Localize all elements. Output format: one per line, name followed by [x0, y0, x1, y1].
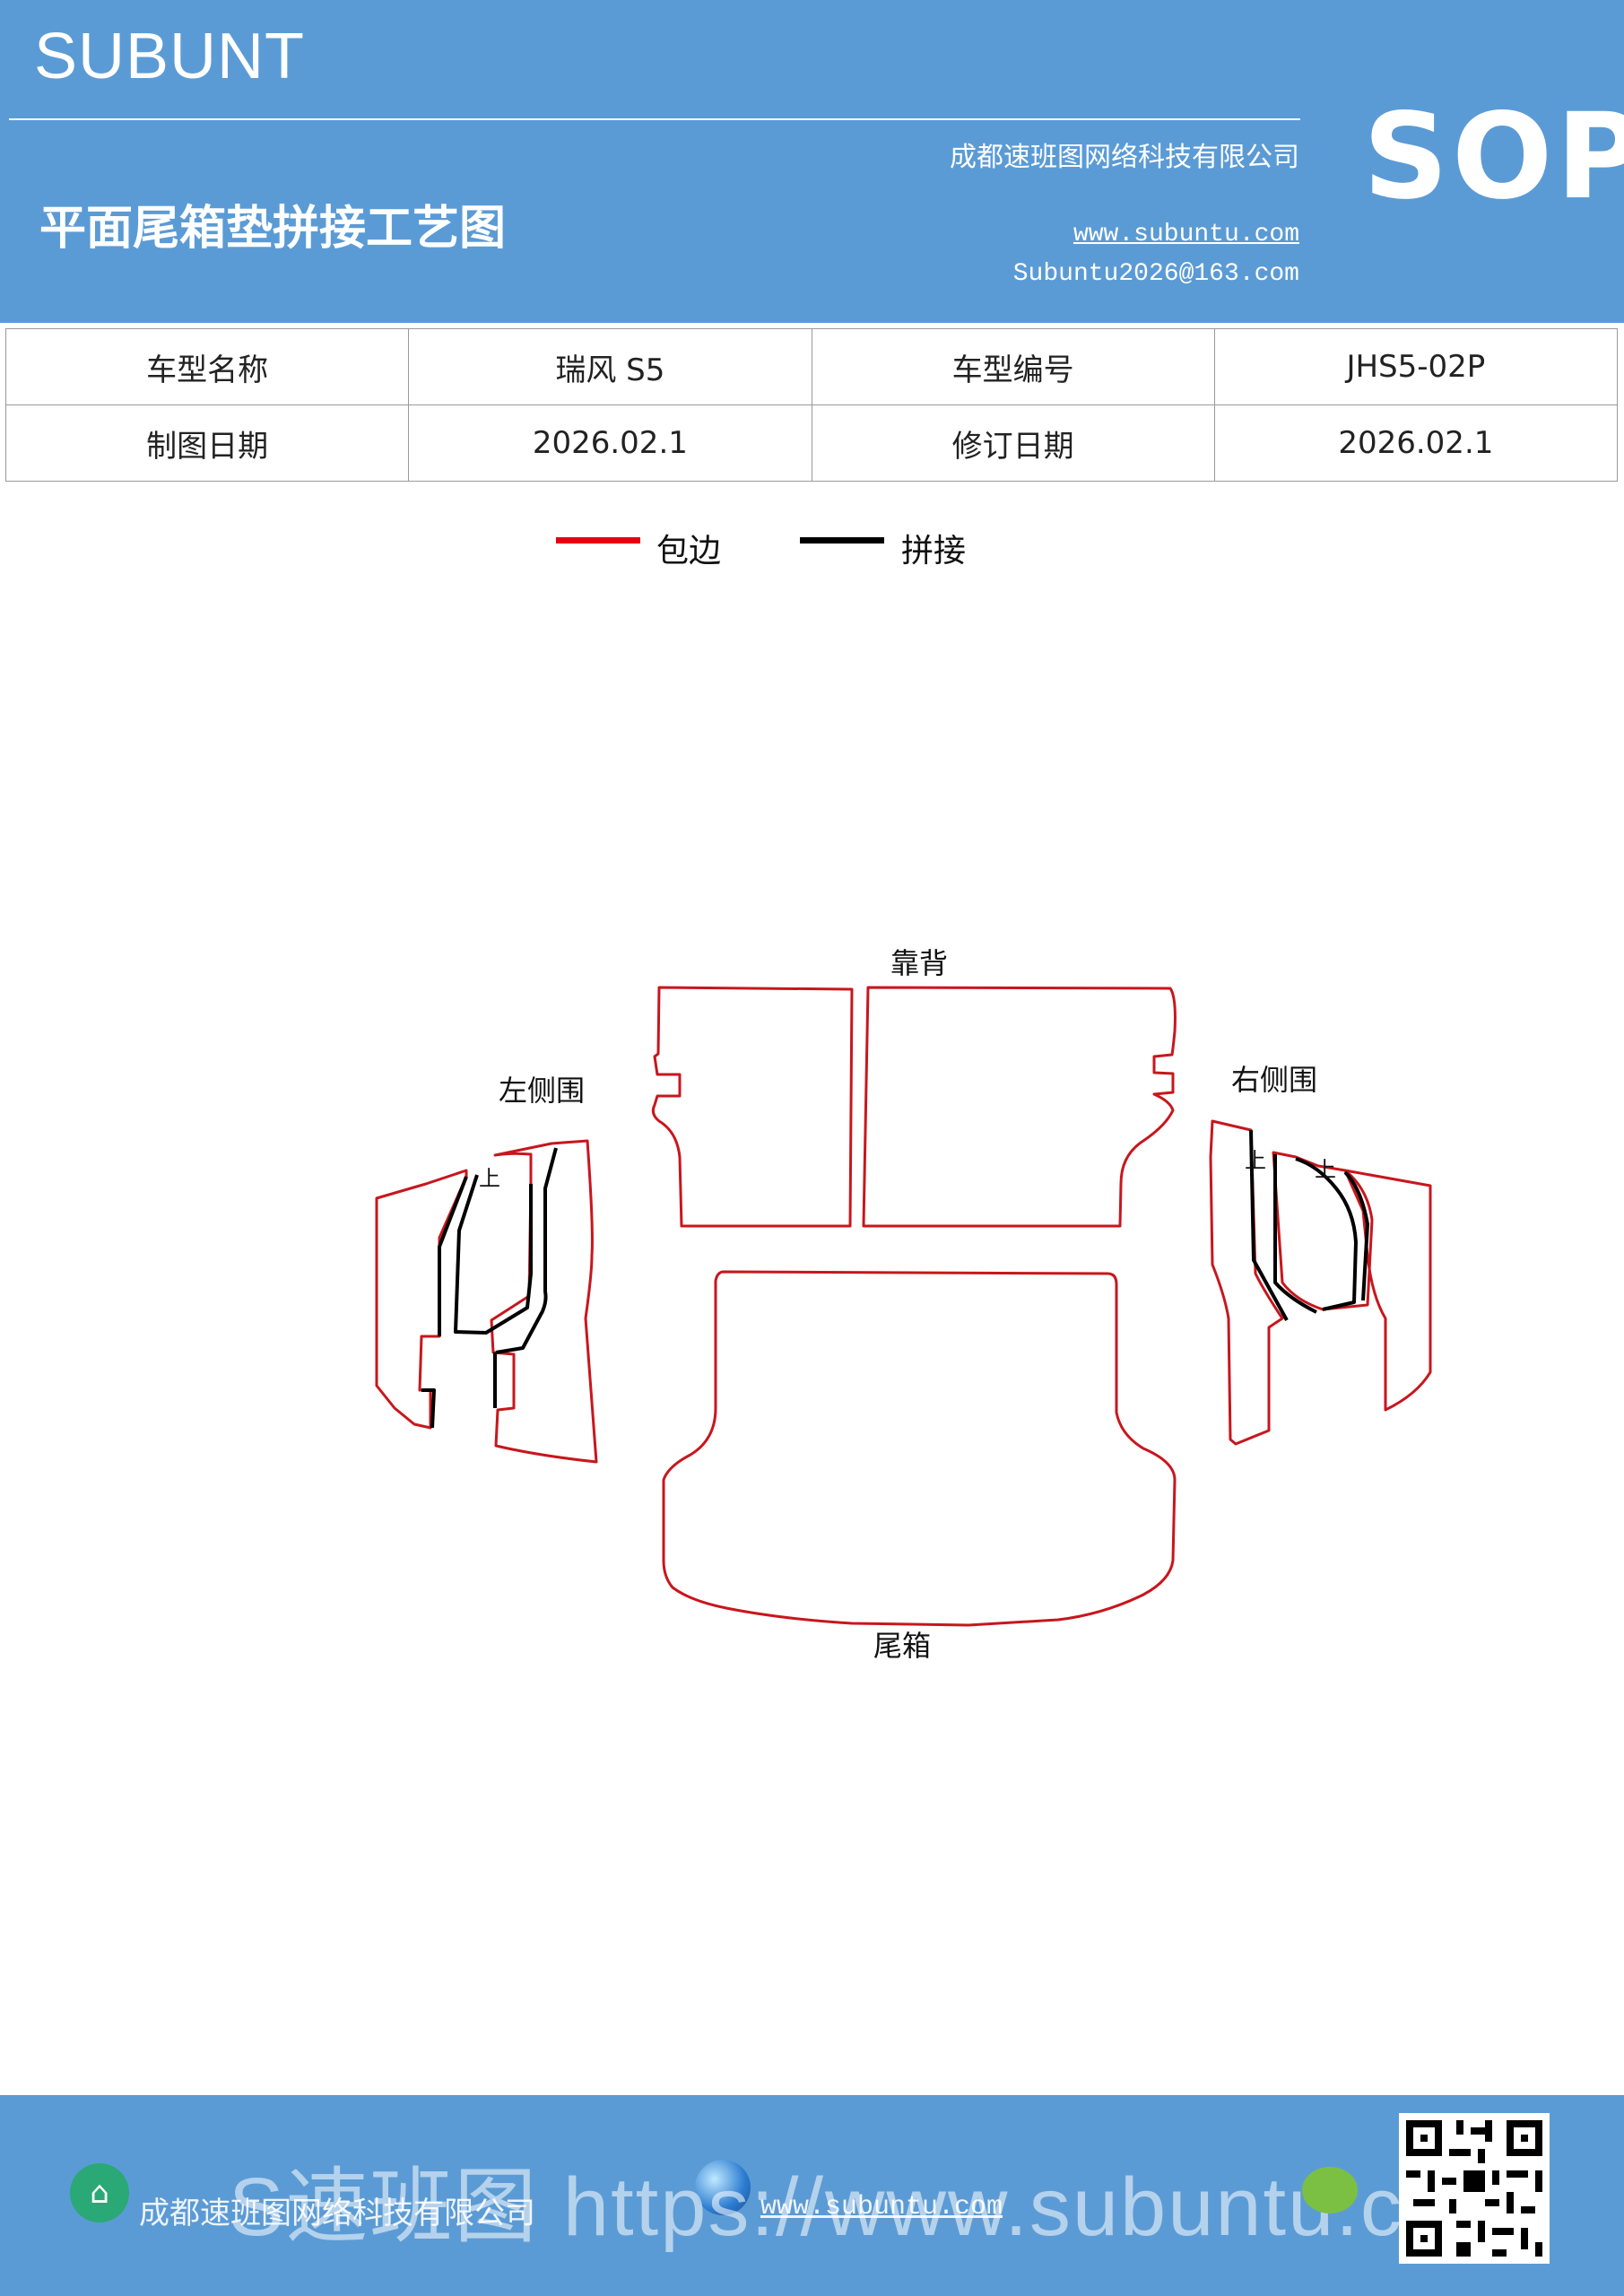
- right-splice-line-3: [1343, 1170, 1369, 1301]
- right-splice-line-4: [1295, 1157, 1358, 1311]
- table-row: 车型名称 瑞风 S5 车型编号 JHS5-02P: [4, 328, 1619, 405]
- globe-icon: [695, 2160, 751, 2215]
- right-up-mark-2: 上: [1315, 1157, 1336, 1182]
- left-splice-line-2: [421, 1388, 436, 1429]
- model-code-value: JHS5-02P: [1213, 328, 1619, 405]
- model-name-label: 车型名称: [4, 328, 410, 405]
- backrest-label: 靠背: [890, 946, 948, 980]
- brand-logo-text: SUBUNT: [34, 21, 306, 92]
- document-title: 平面尾箱垫拼接工艺图: [39, 202, 507, 256]
- draw-date-value: 2026.02.1: [408, 404, 812, 482]
- trunk-label: 尾箱: [873, 1629, 931, 1663]
- trunk-panel: [662, 1270, 1177, 1627]
- qr-code-icon[interactable]: [1399, 2113, 1550, 2264]
- left-splice-line-4: [495, 1147, 558, 1354]
- legend-splice-swatch: [800, 537, 884, 544]
- website-link[interactable]: www.subuntu.com: [1073, 221, 1299, 248]
- left-splice-line-3: [454, 1174, 533, 1335]
- vehicle-info-table: 车型名称 瑞风 S5 车型编号 JHS5-02P 制图日期 2026.02.1 …: [4, 328, 1619, 482]
- footer-website-link[interactable]: www.subuntu.com: [760, 2192, 1003, 2222]
- footer-banner: ⌂ 成都速班图网络科技有限公司 www.subuntu.com S速班图 htt…: [0, 2095, 1624, 2296]
- right-splice-line-1: [1249, 1129, 1289, 1321]
- right-up-mark-1: 上: [1245, 1148, 1266, 1173]
- left-side-label: 左侧围: [499, 1074, 585, 1108]
- legend: 包边 拼接: [0, 525, 1624, 578]
- revise-date-label: 修订日期: [811, 404, 1215, 482]
- company-name: 成都速班图网络科技有限公司: [950, 142, 1299, 173]
- model-name-value: 瑞风 S5: [408, 328, 812, 405]
- backrest-right-panel: [862, 986, 1177, 1228]
- footer-company-name: 成都速班图网络科技有限公司: [139, 2196, 535, 2231]
- legend-edge-label: 包边: [656, 533, 722, 570]
- sop-badge: SOP: [1363, 88, 1624, 226]
- model-code-label: 车型编号: [811, 328, 1215, 405]
- left-splice-line-1: [438, 1176, 468, 1336]
- right-side-label: 右侧围: [1231, 1063, 1317, 1097]
- legend-edge-swatch: [556, 537, 640, 544]
- building-icon: ⌂: [70, 2163, 129, 2222]
- legend-splice-label: 拼接: [901, 533, 967, 570]
- footer-watermark: S速班图 https://www.subuntu.com: [229, 2161, 1522, 2253]
- left-side-outer-panel: [375, 1169, 468, 1430]
- right-side-right-panel: [1343, 1169, 1432, 1412]
- backrest-left-panel: [651, 986, 854, 1228]
- left-up-mark: 上: [479, 1166, 500, 1191]
- right-splice-line-2: [1273, 1154, 1317, 1314]
- wechat-icon: [1302, 2167, 1358, 2213]
- header-divider: [9, 118, 1300, 120]
- email-address: Subuntu2026@163.com: [1012, 260, 1299, 288]
- header-banner: SUBUNT 平面尾箱垫拼接工艺图 成都速班图网络科技有限公司 www.subu…: [0, 0, 1624, 323]
- table-row: 制图日期 2026.02.1 修订日期 2026.02.1: [4, 404, 1619, 482]
- draw-date-label: 制图日期: [4, 404, 410, 482]
- revise-date-value: 2026.02.1: [1213, 404, 1619, 482]
